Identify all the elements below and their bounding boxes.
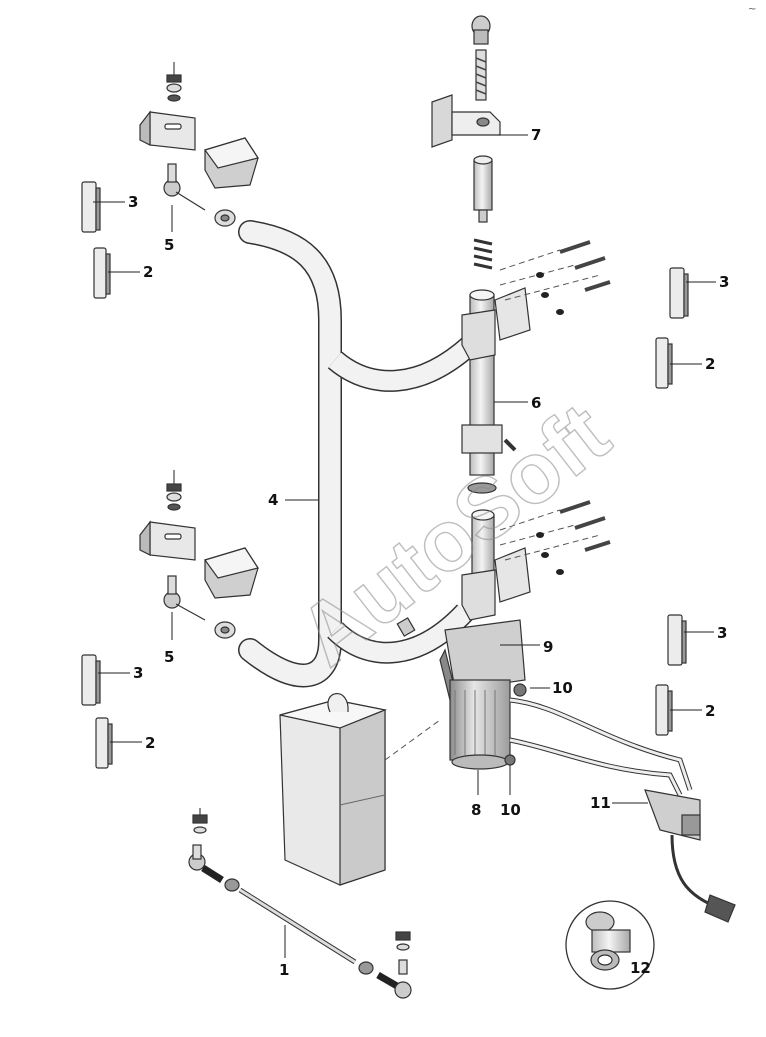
callout-10a: 10 — [552, 679, 573, 697]
corner-mark: ~ — [748, 4, 756, 15]
tie-rod-1 — [188, 808, 412, 999]
callout-10b: 10 — [500, 801, 521, 819]
upper-bracket-7 — [431, 15, 501, 270]
callout-7: 7 — [531, 126, 541, 144]
lower-column-assembly — [396, 500, 611, 770]
lower-mount-assembly — [139, 470, 259, 639]
hydraulic-lines — [504, 683, 736, 923]
callouts: 3 2 5 7 3 2 6 4 5 3 2 9 3 10 2 8 10 — [93, 126, 729, 979]
callout-2d: 2 — [705, 702, 715, 720]
callout-1: 1 — [279, 961, 289, 979]
callout-3b: 3 — [719, 273, 729, 291]
callout-2a: 2 — [143, 263, 153, 281]
callout-3a: 3 — [128, 193, 138, 211]
callout-3d: 3 — [717, 624, 727, 642]
detail-circle-12 — [565, 900, 655, 990]
callout-8: 8 — [471, 801, 481, 819]
hose-4 — [238, 220, 478, 688]
column-tube-6 — [461, 240, 611, 494]
callout-4: 4 — [268, 491, 278, 509]
bolts-upper — [536, 240, 611, 315]
callout-3c: 3 — [133, 664, 143, 682]
callout-12: 12 — [630, 959, 651, 977]
callout-2b: 2 — [705, 355, 715, 373]
bolts-lower — [536, 500, 611, 575]
callout-9: 9 — [543, 638, 553, 656]
callout-2c: 2 — [145, 734, 155, 752]
callout-5b: 5 — [164, 648, 174, 666]
reservoir-tank — [279, 693, 441, 886]
callout-6: 6 — [531, 394, 541, 412]
callout-11: 11 — [590, 794, 611, 812]
upper-mount-assembly — [139, 62, 259, 227]
callout-5a: 5 — [164, 236, 174, 254]
